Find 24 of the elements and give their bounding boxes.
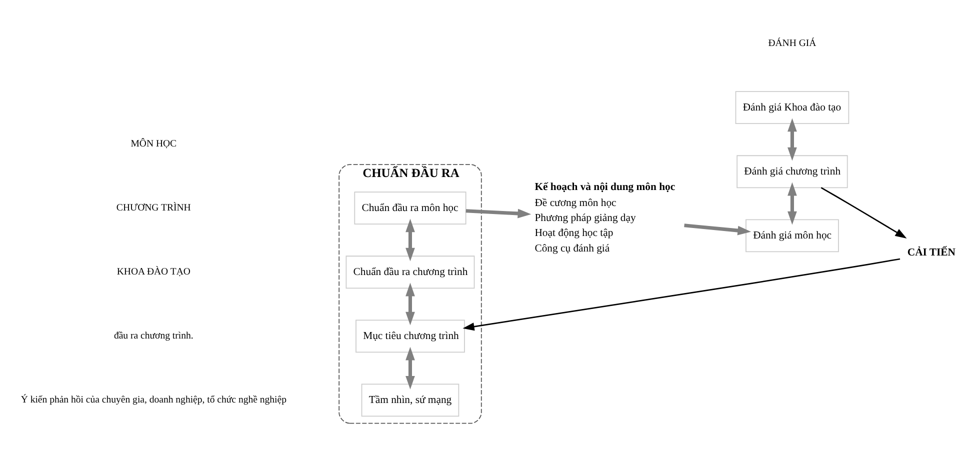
arrow [788, 182, 797, 224]
arrow [684, 223, 752, 235]
node-box: Chuẩn đầu ra môn học [354, 191, 466, 224]
arrow [406, 218, 415, 261]
node-box: Tầm nhìn, sứ mạng [361, 383, 460, 416]
node-box: Đánh giá chương trình [736, 154, 848, 188]
arrow [406, 282, 415, 325]
node-text: Kế hoạch và nội dung môn học Đề cương môn học Phương pháp giảng dạy Hoạt động học tập Công cụ đánh giá [534, 180, 676, 254]
label: KHOA ĐÀO TẠO [116, 266, 190, 278]
node-box: Chuẩn đầu ra chương trình [346, 255, 475, 288]
arrow [466, 208, 532, 218]
node-box: Đánh giá Khoa đào tạo [735, 90, 850, 124]
arrow [462, 258, 900, 330]
label: Ý kiến phản hồi của chuyên gia, doanh nghiệp, tổ chức nghề nghiệp [20, 394, 286, 406]
arrow [406, 346, 415, 389]
node-box: Đánh giá môn học [746, 218, 839, 252]
label: CHƯƠNG TRÌNH [116, 202, 191, 214]
arrow [820, 186, 907, 238]
node-box: Mục tiêu chương trình [356, 319, 465, 352]
arrow [788, 118, 797, 160]
label: ĐÁNH GIÁ [768, 38, 816, 49]
label: MÔN HỌC [130, 138, 177, 150]
node-text: CẢI TIẾN [907, 246, 956, 258]
label: đầu ra chương trình. [114, 330, 194, 342]
